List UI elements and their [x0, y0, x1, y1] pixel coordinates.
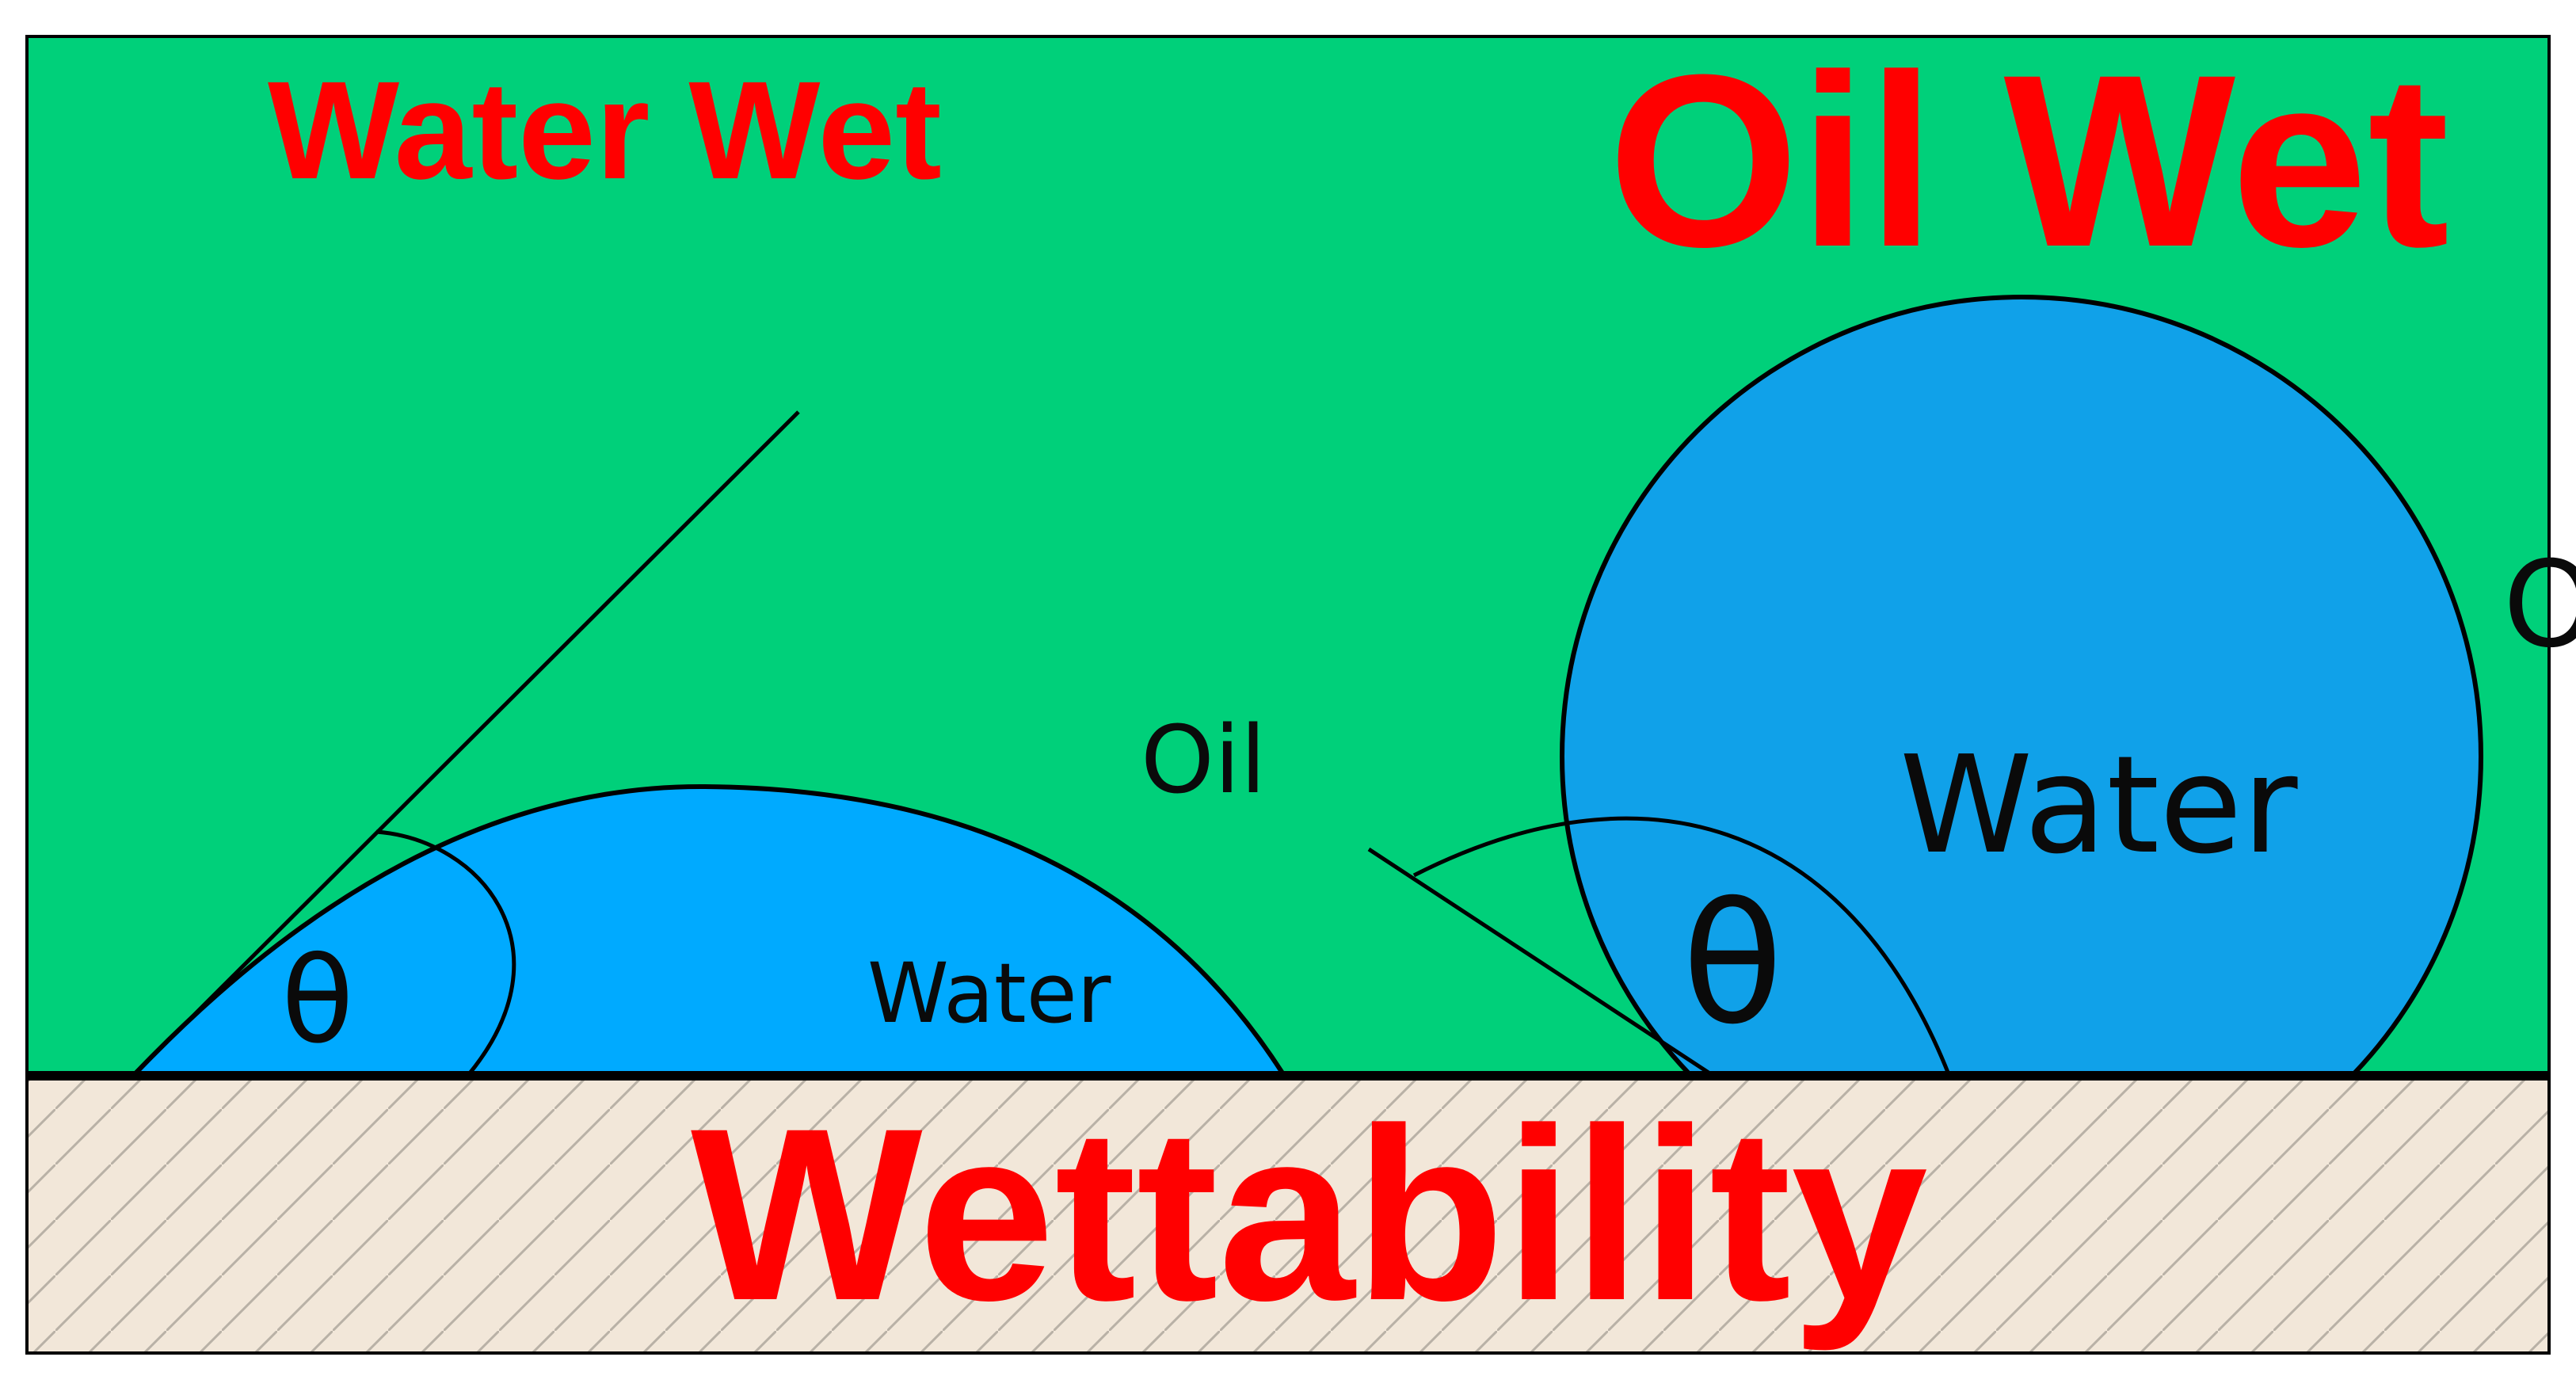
title-water-wet: Water Wet: [268, 53, 942, 208]
oil-label-right-partial: O: [2503, 536, 2576, 674]
oil-label-left: Oil: [1141, 705, 1266, 814]
tangent-line-right: [1367, 847, 1713, 1077]
contact-angle-arc-left: [375, 829, 516, 1076]
theta-symbol-right: θ: [1682, 867, 1783, 1062]
water-droplet-left: [128, 783, 1288, 1077]
contact-angle-arc-right: [1412, 816, 1951, 1075]
water-label-left: Water: [867, 945, 1111, 1042]
substrate-cover-hatch: [1347, 1077, 2535, 1351]
theta-symbol-left: θ: [281, 932, 354, 1070]
title-oil-wet: Oil Wet: [1608, 23, 2449, 298]
title-wettability: Wettability: [691, 1077, 1930, 1353]
water-label-right: Water: [1900, 727, 2298, 884]
tangent-line-left: [133, 410, 800, 1076]
